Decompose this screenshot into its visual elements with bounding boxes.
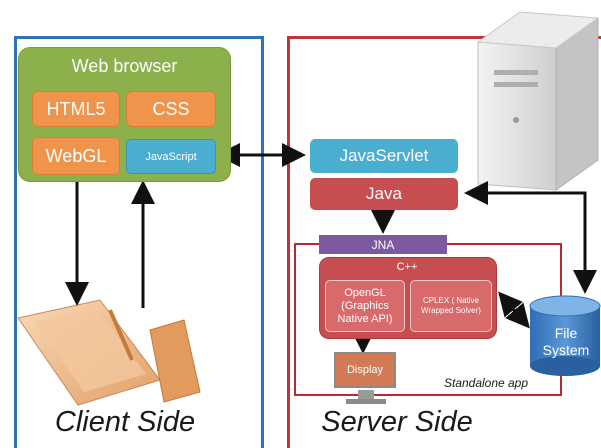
css-block: CSS <box>126 91 216 127</box>
file-system-label: File System <box>542 325 590 358</box>
client-side-label: Client Side <box>54 405 196 438</box>
server-side-frame <box>287 36 601 448</box>
tablet-pen-icon <box>17 299 201 406</box>
html5-block: HTML5 <box>32 91 120 127</box>
java-block: Java <box>310 178 458 210</box>
server-tower-icon <box>476 11 600 191</box>
javascript-block: JavaScript <box>126 139 216 174</box>
client-side-frame <box>14 36 264 448</box>
opengl-block: OpenGL (Graphics Native API) <box>325 280 405 332</box>
standalone-app-label: Standalone app <box>443 376 529 390</box>
server-side-label: Server Side <box>321 405 473 438</box>
cplex-block: CPLEX ( Native Wrapped Solver) <box>410 280 492 332</box>
database-cylinder-icon <box>529 295 601 376</box>
javaservlet-block: JavaServlet <box>310 139 458 173</box>
jna-block: JNA <box>319 235 447 254</box>
web-browser-title: Web browser <box>71 55 178 76</box>
display-monitor: Display <box>334 352 396 388</box>
webgl-block: WebGL <box>32 137 120 175</box>
cpp-label: C++ <box>396 261 418 273</box>
monitor-icon <box>346 390 386 404</box>
